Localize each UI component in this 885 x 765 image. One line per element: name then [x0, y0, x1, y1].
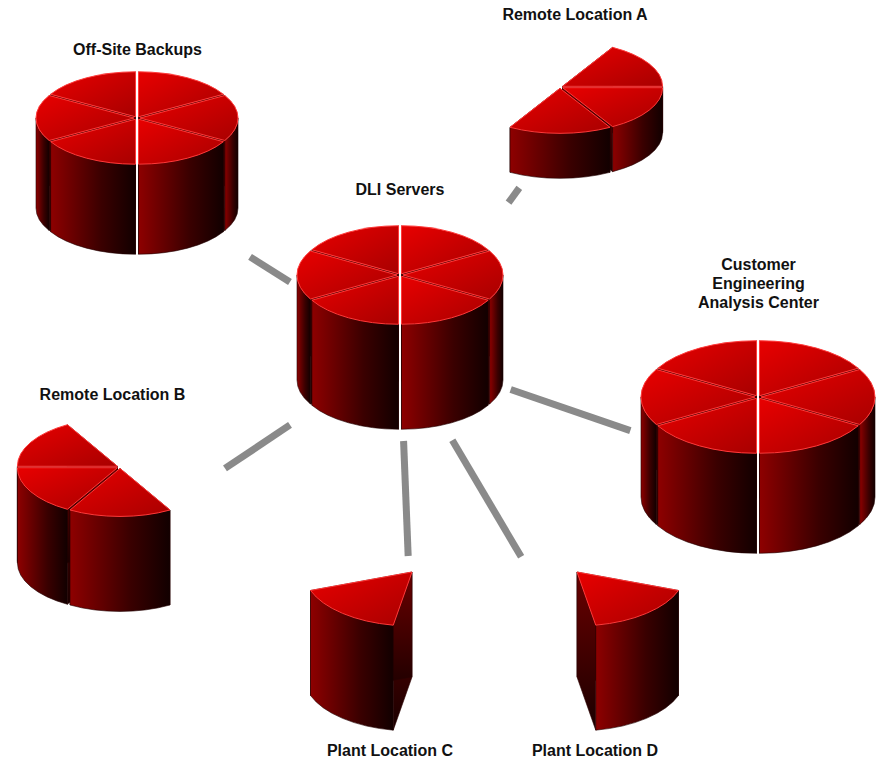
pie-cylinder-shape — [5, 385, 220, 615]
slice-top-face — [51, 119, 136, 164]
slice-side-face — [70, 510, 170, 611]
pie-cylinder-shape — [470, 5, 680, 183]
pie-cylinder-node: Customer Engineering Analysis Center — [636, 255, 881, 565]
slice-top-face — [70, 468, 170, 516]
pie-cylinder-node: Plant Location C — [300, 562, 480, 760]
pie-cylinder-shape — [495, 562, 695, 760]
pie-cylinder-shape — [295, 180, 505, 435]
network-link — [404, 441, 409, 556]
slice-top-face — [563, 47, 663, 86]
slice-top-face — [760, 398, 859, 453]
pie-cylinder-shape — [300, 562, 480, 760]
location-label: Plant Location D — [530, 741, 660, 760]
pie-cylinder-node: Remote Location A — [470, 5, 680, 183]
location-label: Off-Site Backups — [71, 40, 204, 59]
network-link — [452, 440, 521, 557]
slice-top-face — [312, 276, 399, 324]
location-label: Remote Location B — [38, 385, 188, 404]
network-link — [511, 390, 631, 431]
network-link — [225, 425, 290, 468]
slice-top-face — [510, 88, 610, 133]
pie-cylinder-node: Plant Location D — [495, 562, 695, 760]
location-label: Remote Location A — [500, 5, 649, 24]
slice-top-face — [139, 119, 224, 164]
slice-top-face — [402, 276, 489, 324]
location-label: Plant Location C — [325, 741, 455, 760]
slice-side-face — [510, 127, 610, 178]
pie-cylinder-node: DLI Servers — [295, 180, 505, 435]
pie-cylinder-node: Off-Site Backups — [30, 40, 245, 260]
pie-cylinder-node: Remote Location B — [5, 385, 220, 615]
slice-top-face — [577, 572, 678, 625]
network-link — [509, 188, 520, 203]
location-label: Customer Engineering Analysis Center — [682, 255, 836, 312]
slice-top-face — [17, 425, 117, 467]
location-label: DLI Servers — [354, 180, 447, 199]
pie-cylinder-shape — [30, 40, 245, 260]
slice-top-face — [311, 572, 412, 625]
network-link — [250, 257, 290, 282]
slice-top-face — [658, 398, 757, 453]
